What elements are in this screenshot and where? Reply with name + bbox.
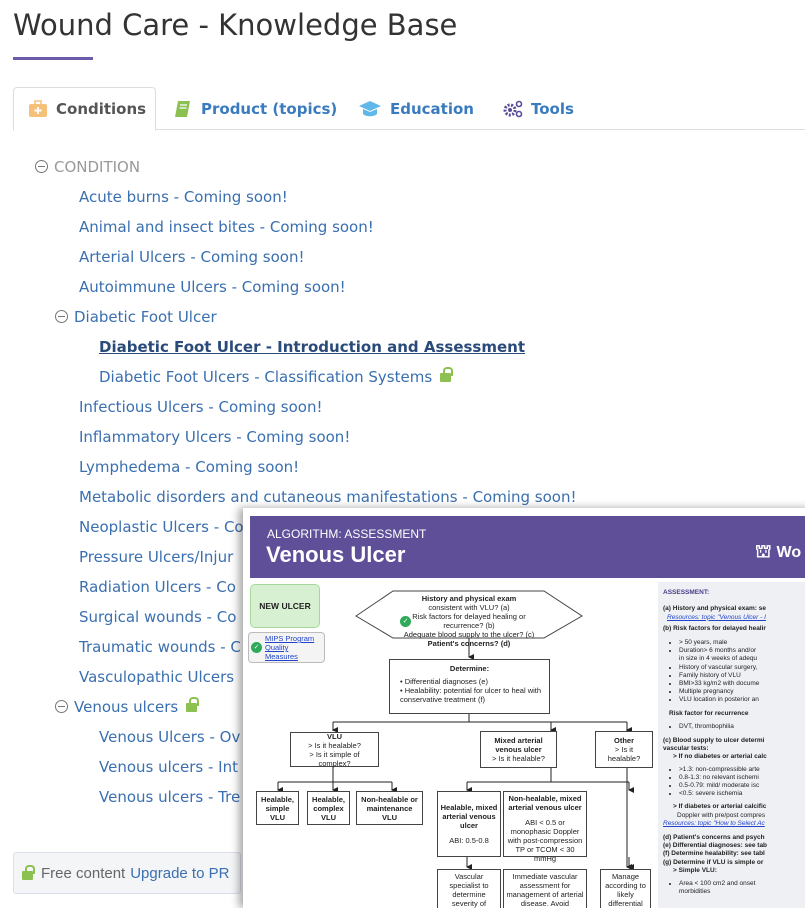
first-aid-kit-icon <box>28 100 48 118</box>
preview-title: Venous Ulcer <box>266 542 406 567</box>
book-icon <box>173 100 193 118</box>
non-healable-box: Non-healable or maintenance VLU <box>356 791 423 825</box>
tree-item[interactable]: Autoimmune Ulcers - Coming soon! <box>79 278 346 296</box>
mips-box: ✓ MIPS Program Quality Measures <box>248 632 325 663</box>
algorithm-preview-image: ALGORITHM: ASSESSMENT Venous Ulcer ⛫ Wo … <box>243 508 805 908</box>
tree-header-condition[interactable]: CONDITION <box>35 158 140 176</box>
graduation-cap-icon <box>358 100 382 118</box>
tab-bar: Conditions Product (topics) Education To… <box>13 87 805 131</box>
upgrade-link[interactable]: Upgrade to PR <box>130 864 230 882</box>
flowchart-connectors <box>277 590 634 870</box>
tree-item[interactable]: Traumatic wounds - C <box>79 638 241 656</box>
tree-item[interactable]: Animal and insect bites - Coming soon! <box>79 218 374 236</box>
free-content-label: Free content <box>41 864 126 882</box>
tree-item-selected[interactable]: Diabetic Foot Ulcer - Introduction and A… <box>99 338 526 356</box>
tree-item[interactable]: Venous Ulcers - Ov <box>99 728 241 746</box>
tree-header-label: CONDITION <box>54 158 141 176</box>
tree-item[interactable]: Diabetic Foot Ulcers - Classification Sy… <box>99 368 452 386</box>
tree-item[interactable]: Infectious Ulcers - Coming soon! <box>79 398 323 416</box>
unlocked-icon <box>186 703 198 712</box>
other-box: Other> Is it healable? <box>595 731 653 768</box>
tree-group-label: Venous ulcers <box>74 698 179 716</box>
brand-logo: ⛫ Wo <box>755 541 802 561</box>
healable-complex-box: Healable, complex VLU <box>307 791 350 825</box>
tree-item[interactable]: Venous ulcers - Tre <box>99 788 241 806</box>
tree-item[interactable]: Venous ulcers - Int <box>99 758 238 776</box>
tree-item[interactable]: Acute burns - Coming soon! <box>79 188 288 206</box>
tab-label: Product (topics) <box>201 99 338 118</box>
mips-link: MIPS Program Quality Measures <box>265 634 315 661</box>
tree-item[interactable]: Lymphedema - Coming soon! <box>79 458 300 476</box>
assessment-notes: ASSESSMENT: (a) History and physical exa… <box>658 582 805 908</box>
tree-item[interactable]: Vasculopathic Ulcers <box>79 668 235 686</box>
free-content-banner: Free content Upgrade to PR <box>13 852 241 894</box>
tree-item[interactable]: Pressure Ulcers/Injur <box>79 548 234 566</box>
tab-tools[interactable]: Tools <box>489 87 588 130</box>
tree-group-label: Diabetic Foot Ulcer <box>74 308 217 326</box>
gears-icon <box>503 100 523 118</box>
collapse-icon[interactable] <box>55 700 68 713</box>
page-title: Wound Care - Knowledge Base <box>13 8 458 42</box>
tree-item[interactable]: Inflammatory Ulcers - Coming soon! <box>79 428 351 446</box>
tree-item[interactable]: Radiation Ulcers - Co <box>79 578 236 596</box>
mixed-ulcer-box: Mixed arterial venous ulcer> Is it heala… <box>480 731 557 768</box>
outcome-immediate-assessment: Immediate vascular assessment for manage… <box>503 869 587 908</box>
tab-label: Tools <box>531 99 574 118</box>
check-icon: ✓ <box>400 616 411 627</box>
tree-item[interactable]: Arterial Ulcers - Coming soon! <box>79 248 305 266</box>
outcome-vascular-specialist: Vascular specialist to determine severit… <box>437 869 501 908</box>
unlocked-icon <box>22 871 33 880</box>
tree-item[interactable]: Metabolic disorders and cutaneous manife… <box>79 488 577 506</box>
preview-header: ALGORITHM: ASSESSMENT Venous Ulcer ⛫ Wo <box>250 516 805 578</box>
tab-conditions[interactable]: Conditions <box>13 87 156 131</box>
tree-group-venous-ulcers[interactable]: Venous ulcers <box>55 698 198 716</box>
check-icon: ✓ <box>251 642 262 653</box>
outcome-manage: Manage according to likely differential … <box>600 869 651 908</box>
tree-item[interactable]: Neoplastic Ulcers - Co <box>79 518 244 536</box>
tree-item-label: Diabetic Foot Ulcers - Classification Sy… <box>99 368 433 386</box>
non-healable-mixed-box: Non-healable, mixed arterial venous ulce… <box>503 791 587 863</box>
unlocked-icon <box>440 373 452 382</box>
tree-group-diabetic-foot-ulcer[interactable]: Diabetic Foot Ulcer <box>55 308 217 326</box>
new-ulcer-box: NEW ULCER <box>250 584 320 628</box>
tree-item[interactable]: Surgical wounds - Co <box>79 608 237 626</box>
tab-label: Conditions <box>56 100 147 118</box>
tab-education[interactable]: Education <box>344 87 488 130</box>
tab-product-topics[interactable]: Product (topics) <box>159 87 351 130</box>
preview-kicker: ALGORITHM: ASSESSMENT <box>267 527 427 541</box>
collapse-icon[interactable] <box>35 160 48 173</box>
determine-box: Determine: • Differential diagnoses (e) … <box>389 659 550 714</box>
tab-label: Education <box>390 99 474 118</box>
healable-simple-box: Healable, simple VLU <box>256 791 299 825</box>
collapse-icon[interactable] <box>55 310 68 323</box>
title-underline <box>13 57 93 60</box>
vlu-box: VLU> Is it healable?> Is it simple of co… <box>290 732 379 768</box>
